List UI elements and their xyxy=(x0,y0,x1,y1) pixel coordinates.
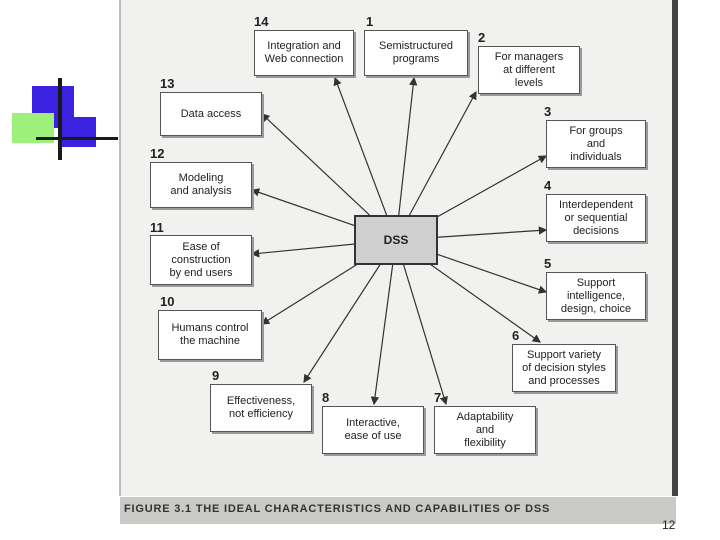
decorative-vertical-line xyxy=(58,78,62,160)
node-number-9: 9 xyxy=(212,368,220,383)
node-support-intelligence: Support intelligence, design, choice xyxy=(546,272,646,320)
caption-bar xyxy=(120,497,676,524)
node-number-4: 4 xyxy=(544,178,552,193)
node-number-5: 5 xyxy=(544,256,552,271)
node-groups-individuals: For groups and individuals xyxy=(546,120,646,168)
node-humans-control: Humans control the machine xyxy=(158,310,262,360)
node-managers-levels: For managers at different levels xyxy=(478,46,580,94)
node-number-14: 14 xyxy=(254,14,269,29)
figure-right-border xyxy=(672,0,678,496)
node-interactive-ease: Interactive, ease of use xyxy=(322,406,424,454)
arrow-8 xyxy=(370,239,397,406)
arrow-7 xyxy=(395,239,448,406)
dss-center-box: DSS xyxy=(354,215,438,265)
node-number-1: 1 xyxy=(366,14,374,29)
arrow-1 xyxy=(395,76,418,241)
node-number-10: 10 xyxy=(160,294,175,309)
node-number-7: 7 xyxy=(434,390,442,405)
node-number-3: 3 xyxy=(544,104,552,119)
decorative-blue-square-small xyxy=(60,117,96,147)
node-number-11: 11 xyxy=(150,220,164,235)
node-number-2: 2 xyxy=(478,30,486,45)
node-number-12: 12 xyxy=(150,146,165,161)
figure-left-border xyxy=(119,0,121,496)
node-decision-styles: Support variety of decision styles and p… xyxy=(512,344,616,392)
figure-caption: FIGURE 3.1 THE IDEAL CHARACTERISTICS AND… xyxy=(124,503,551,515)
arrow-14 xyxy=(333,76,397,241)
node-number-13: 13 xyxy=(160,76,175,91)
node-effectiveness: Effectiveness, not efficiency xyxy=(210,384,312,432)
node-number-6: 6 xyxy=(512,328,520,343)
node-number-8: 8 xyxy=(322,390,330,405)
node-data-access: Data access xyxy=(160,92,262,136)
node-modeling-analysis: Modeling and analysis xyxy=(150,162,252,208)
node-ease-construction: Ease of construction by end users xyxy=(150,235,252,285)
node-integration-web: Integration and Web connection xyxy=(254,30,354,76)
decorative-horizontal-line xyxy=(36,137,118,140)
node-adaptability: Adaptability and flexibility xyxy=(434,406,536,454)
page-number: 12 xyxy=(662,518,676,532)
node-interdependent-decisions: Interdependent or sequential decisions xyxy=(546,194,646,242)
node-semistructured: Semistructured programs xyxy=(364,30,468,76)
